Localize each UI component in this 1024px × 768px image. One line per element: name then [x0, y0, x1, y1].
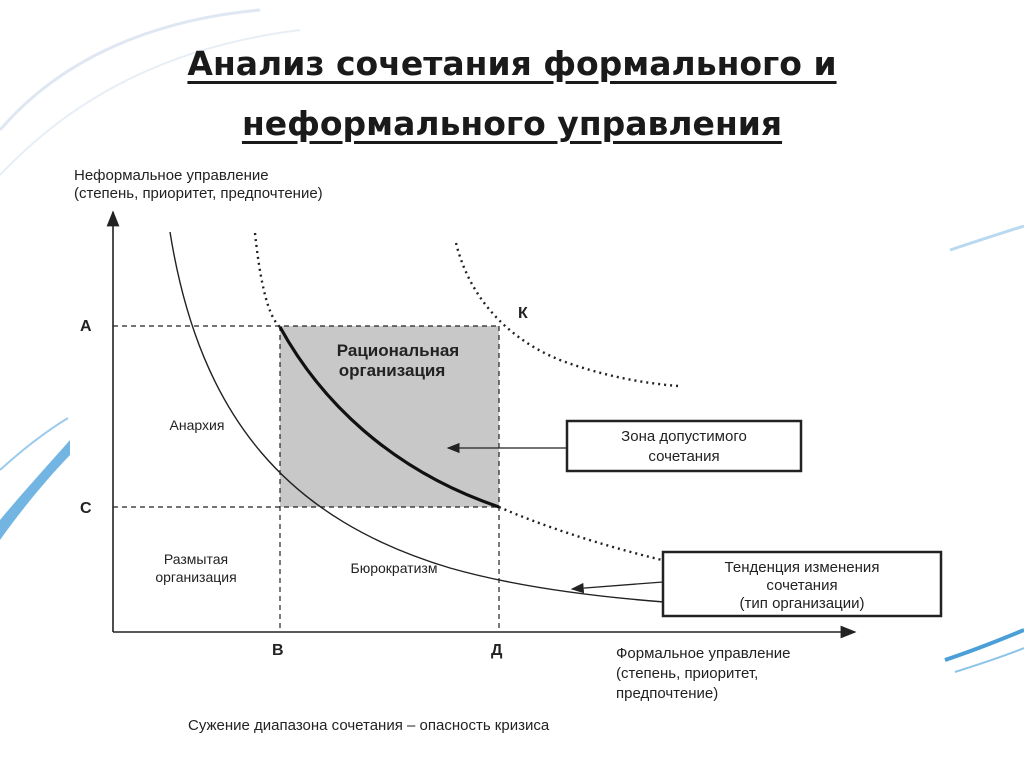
zone-callout-line-1: Зона допустимого [621, 428, 747, 445]
x-axis-label-line-2: (степень, приоритет, [616, 665, 758, 682]
trend-callout-line-2: сочетания [766, 577, 837, 594]
swoosh-left-mid [0, 440, 70, 540]
swoosh-top-left [0, 8, 261, 131]
swoosh-left-mid-2 [0, 417, 69, 471]
tick-c: С [80, 500, 92, 517]
y-axis-label-line-2: (степень, приоритет, предпочтение) [74, 185, 323, 202]
page-title-line-2: неформального управления [241, 104, 783, 143]
swoosh-right-top [949, 224, 1024, 252]
rational-label-line-2: организация [339, 361, 446, 380]
acceptable-zone-fill [280, 326, 499, 507]
trend-callout-line-3: (тип организации) [740, 595, 865, 612]
trend-curve [169, 231, 665, 603]
dotted-curve-k [454, 242, 679, 388]
trend-callout-box [661, 550, 943, 618]
curve-label-k: К [518, 305, 528, 322]
optimal-curve-segment [278, 326, 500, 509]
page-title-line-1: Анализ сочетания формального и [187, 44, 837, 83]
trend-callout-arrow [570, 581, 664, 594]
dotted-boundary-curve [253, 232, 663, 562]
y-axis-label-line-1: Неформальное управление [74, 167, 269, 184]
zone-callout-box [565, 419, 803, 473]
x-axis-label-line-3: предпочтение) [616, 685, 718, 702]
swoosh-top-left-2 [0, 29, 301, 176]
x-axis-label-line-1: Формальное управление [616, 645, 790, 662]
zone-callout-line-2: сочетания [648, 448, 719, 465]
rational-label-line-1: Рациональная [337, 341, 459, 360]
blurred-label-line-1: Размытая [164, 551, 228, 567]
trend-callout-line-1: Тенденция изменения [725, 559, 880, 576]
anarchy-label: Анархия [170, 417, 225, 433]
tick-a: А [80, 318, 92, 335]
tick-d: Д [491, 642, 503, 659]
footer-caption: Сужение диапазона сочетания – опасность … [188, 717, 550, 734]
swoosh-right-bottom-2 [954, 647, 1024, 673]
tick-b: В [272, 642, 284, 659]
swoosh-right-bottom [944, 628, 1024, 662]
bureaucratism-label: Бюрократизм [351, 560, 438, 576]
blurred-label-line-2: организация [155, 569, 236, 585]
